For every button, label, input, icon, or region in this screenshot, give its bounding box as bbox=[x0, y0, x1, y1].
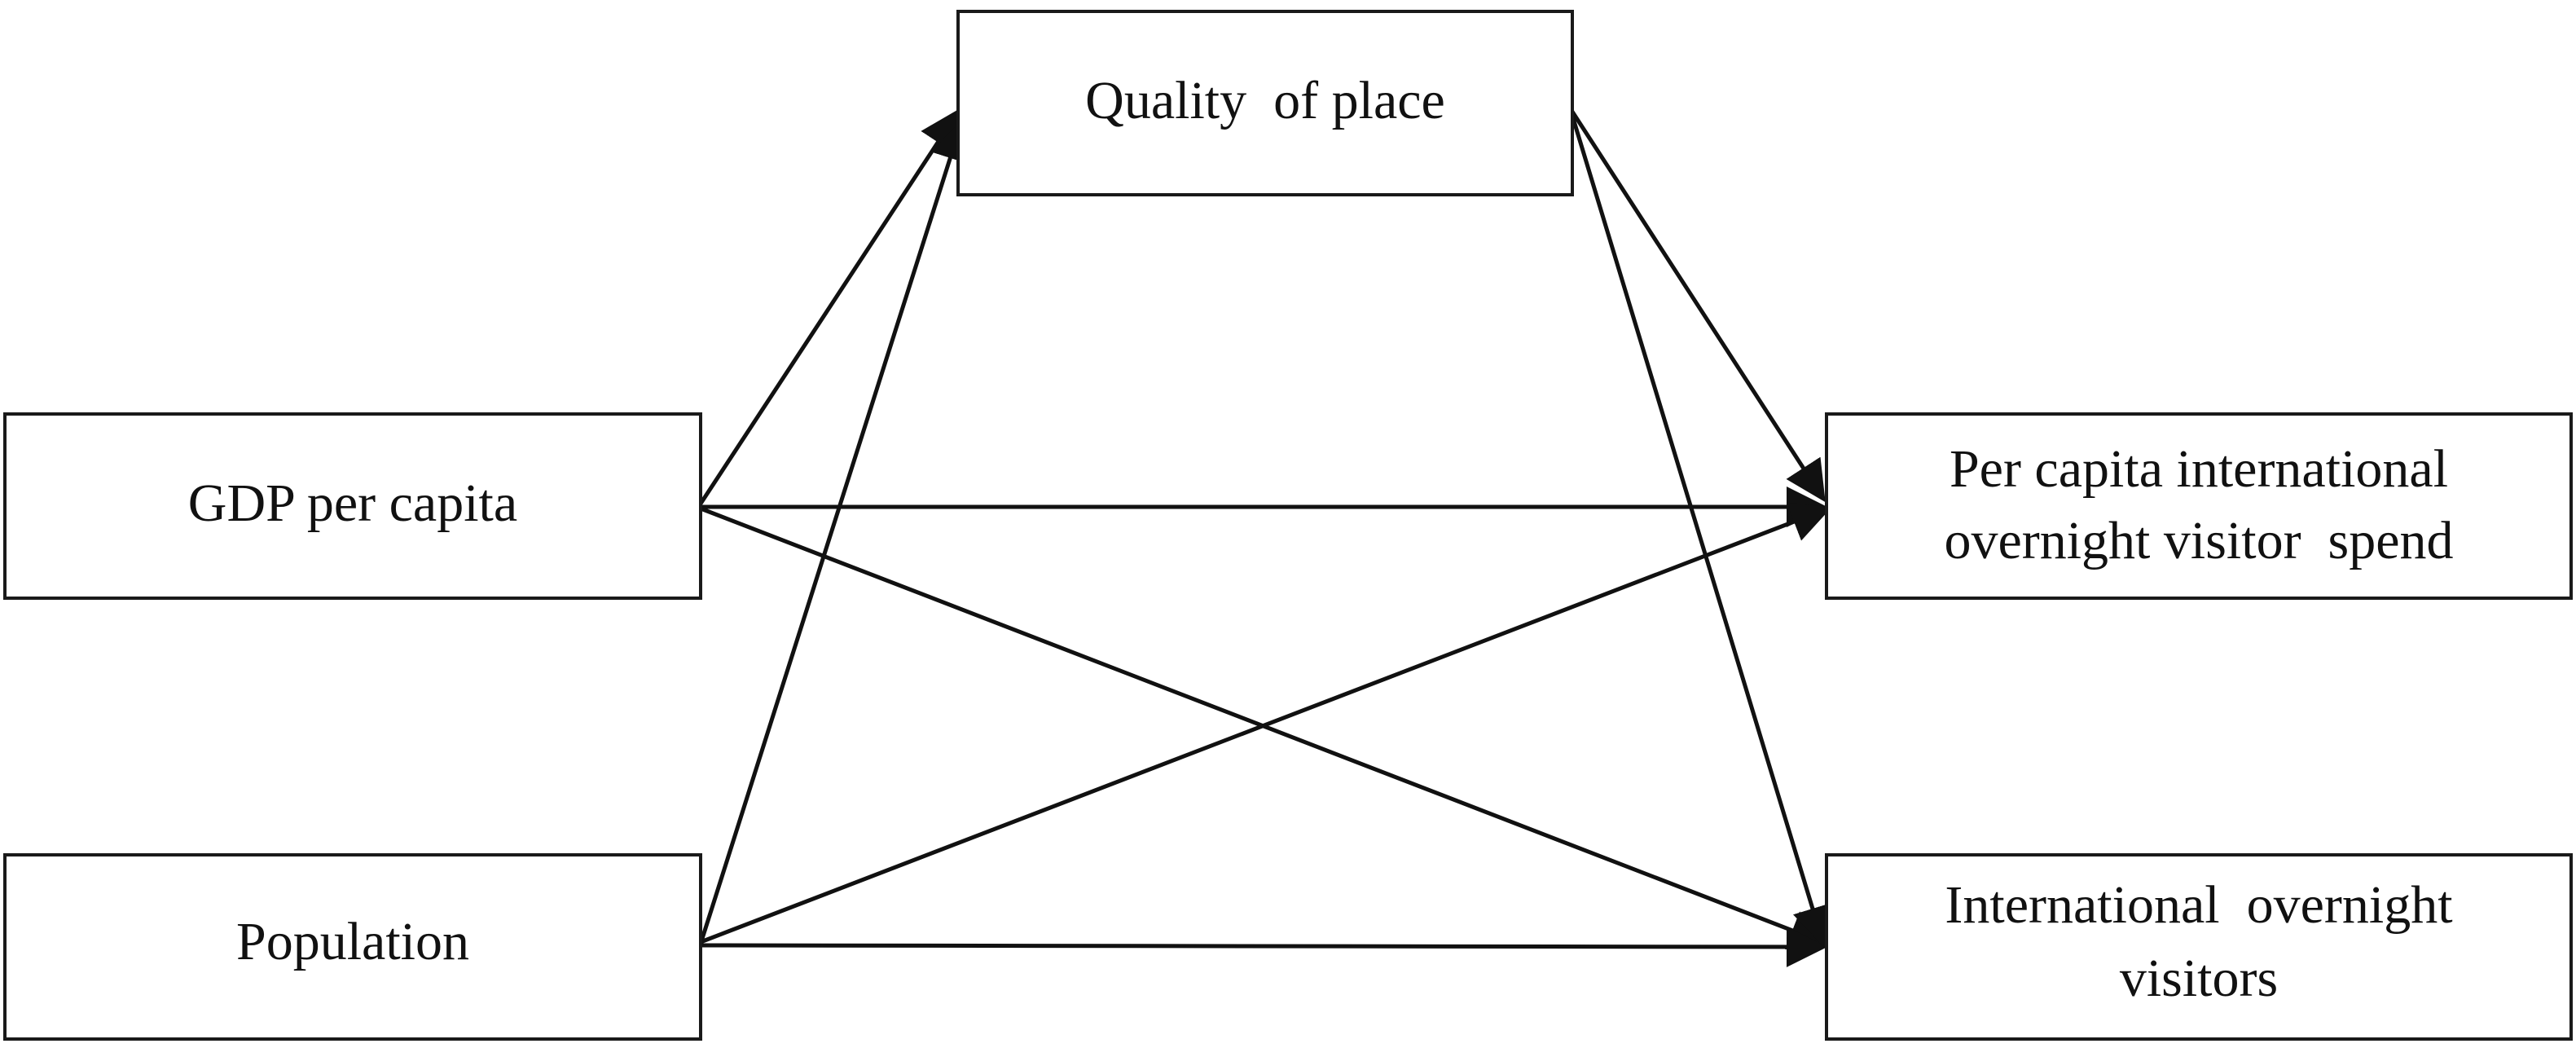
node-gdp-per-capita: GDP per capita bbox=[3, 412, 702, 600]
edge-quality-to-visitors bbox=[1570, 115, 1832, 948]
node-quality-of-place-box bbox=[956, 10, 1574, 196]
node-quality-of-place-label: Quality of place bbox=[1085, 71, 1445, 130]
edge-population-to-visitors bbox=[700, 926, 1827, 967]
node-overnight-visitors-label-line1: International overnight bbox=[1945, 875, 2452, 935]
node-gdp-per-capita-box bbox=[3, 412, 702, 600]
edge-quality-to-spend bbox=[1570, 110, 1826, 503]
node-population: Population bbox=[3, 853, 702, 1041]
node-overnight-visitors-label-line2: visitors bbox=[2120, 949, 2278, 1008]
edge-population-to-quality bbox=[698, 119, 970, 945]
node-population-label: Population bbox=[236, 912, 469, 971]
node-visitor-spend-label-line2: overnight visitor spend bbox=[1944, 511, 2453, 570]
node-population-box bbox=[3, 853, 702, 1041]
edges bbox=[698, 108, 1832, 967]
node-gdp-per-capita-label: GDP per capita bbox=[188, 473, 517, 533]
node-visitor-spend: Per capita international overnight visit… bbox=[1825, 412, 2573, 600]
node-quality-of-place: Quality of place bbox=[956, 10, 1574, 196]
edge-population-to-spend bbox=[700, 502, 1832, 945]
node-overnight-visitors-box bbox=[1825, 853, 2573, 1041]
node-overnight-visitors: International overnight visitors bbox=[1825, 853, 2573, 1041]
edge-gdp-to-quality bbox=[698, 108, 961, 505]
node-visitor-spend-box bbox=[1825, 412, 2573, 600]
node-visitor-spend-label-line1: Per capita international bbox=[1950, 439, 2448, 499]
